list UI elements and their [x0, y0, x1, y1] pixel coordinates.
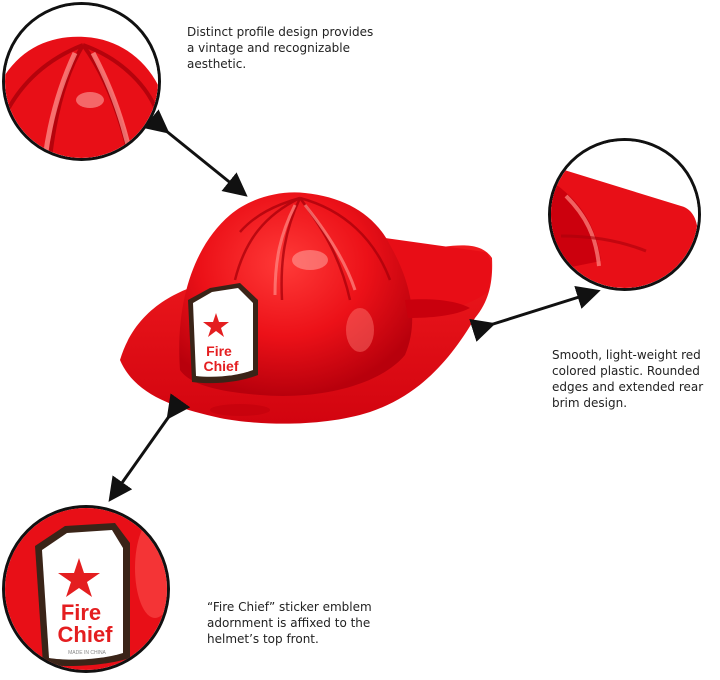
badge-line2: Chief: [204, 358, 239, 374]
zoom-circle-badge: Fire Chief MADE IN CHINA: [2, 505, 170, 673]
zoom-circle-rear-brim: [548, 138, 701, 291]
helmet-rear-crest: [405, 299, 470, 318]
arrow-material: [469, 285, 601, 342]
badge-fine-print: MADE IN CHINA: [68, 650, 106, 656]
arrow-emblem: [108, 393, 191, 502]
zoom-badge-line2: Chief: [58, 622, 114, 647]
caption-material: Smooth, light-weight red colored plastic…: [552, 348, 704, 410]
caption-emblem: “Fire Chief” sticker emblem adornment is…: [207, 600, 372, 646]
zoom-circle-dome: [2, 2, 161, 161]
star-icon: [58, 558, 100, 597]
fire-chief-badge: Fire Chief: [188, 283, 258, 384]
zoom-badge-line1: Fire: [61, 600, 101, 625]
caption-profile: Distinct profile design provides a vinta…: [187, 25, 374, 71]
badge-line1: Fire: [206, 343, 232, 359]
star-icon: [203, 313, 229, 337]
helmet-rear-brim: [385, 238, 492, 315]
arrow-profile: [143, 109, 248, 197]
